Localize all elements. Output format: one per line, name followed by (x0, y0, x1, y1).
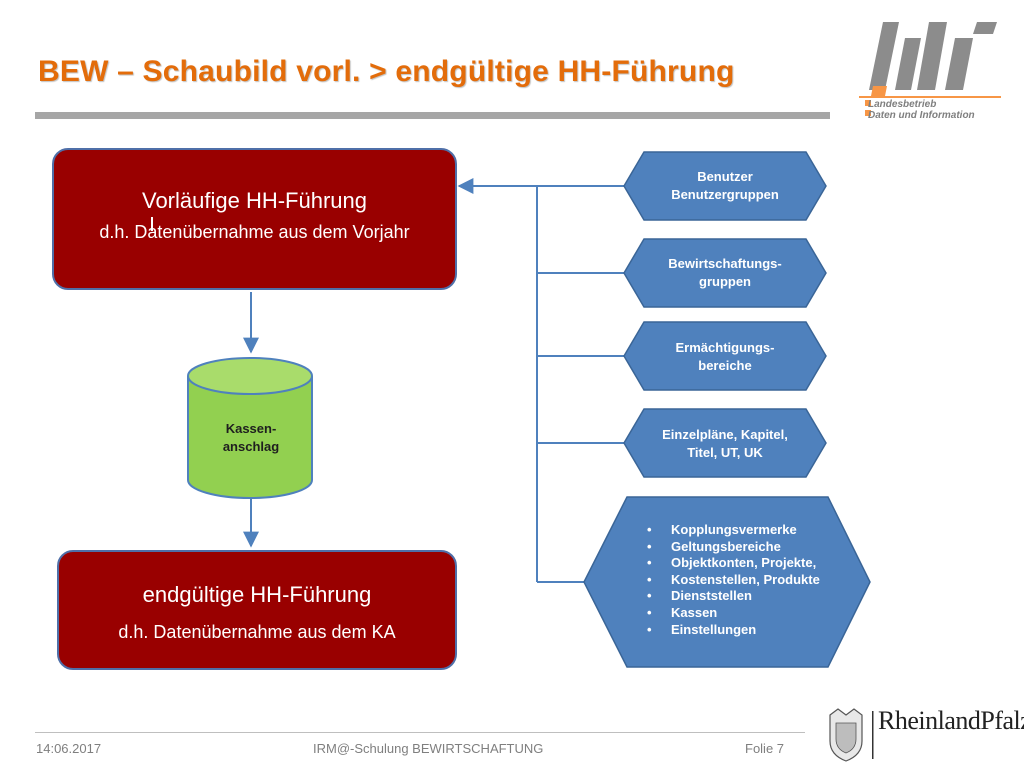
cylinder-label: Kassen- anschlag (190, 420, 312, 456)
preliminary-title: Vorläufige HH-Führung (141, 188, 367, 213)
hexagon-ermaechtigungsbereiche-label: Ermächtigungs- bereiche (630, 339, 820, 375)
hexagon-bewirtschaftungsgruppen (623, 238, 827, 308)
final-title: endgültige HH-Führung (142, 582, 372, 607)
final-subtitle: d.h. Datenübernahme aus dem KA (118, 622, 396, 642)
preliminary-budget-box: Vorläufige HH-Führung d.h. Datenübernahm… (52, 148, 457, 290)
logo-rule (859, 96, 1001, 98)
list-item: Kopplungsvermerke (647, 522, 820, 539)
preliminary-subtitle: d.h. Datenübernahme aus dem Vorjahr (99, 222, 410, 242)
logo-orange-accent (871, 86, 887, 96)
list-item: Einstellungen (647, 622, 820, 639)
footer-divider (35, 732, 805, 733)
cylinder-label-line2: anschlag (222, 439, 280, 454)
logo-letter-d-bowl (917, 22, 947, 90)
hexagon-label-line1: Einzelpläne, Kapitel, (662, 427, 788, 442)
hexagon-bewirtschaftungsgruppen-label: Bewirtschaftungs- gruppen (630, 255, 820, 291)
list-item: Objektkonten, Projekte, (647, 555, 820, 572)
hexagon-einzelplaene (623, 408, 827, 478)
cylinder-label-line1: Kassen- (225, 421, 277, 436)
list-item: Kassen (647, 605, 820, 622)
hexagon-ermaechtigungsbereiche (623, 321, 827, 391)
hexagon-label-line1: Bewirtschaftungs- (668, 256, 782, 271)
logo-caption-line1: Landesbetrieb (868, 99, 937, 110)
list-item: Dienststellen (647, 588, 820, 605)
kassenanschlag-cylinder (187, 357, 313, 499)
list-item-continuation-text: Kostenstellen, Produkte (671, 571, 820, 587)
hexagon-label-line2: Benutzergruppen (671, 187, 779, 202)
text-cursor (151, 217, 153, 231)
list-item-continuation: Kostenstellen, Produkte (647, 572, 820, 589)
hexagon-einzelplaene-label: Einzelpläne, Kapitel, Titel, UT, UK (630, 426, 820, 462)
hexagon-label-line2: Titel, UT, UK (687, 445, 763, 460)
hexagon-label-line2: gruppen (699, 274, 751, 289)
hexagon-list-items: Kopplungsvermerke Geltungsbereiche Objek… (647, 522, 820, 638)
slide-title: BEW – Schaubild vorl. > endgültige HH-Fü… (38, 55, 735, 88)
footer-slide-number: Folie 7 (745, 741, 785, 756)
logo-orange-square-2 (865, 110, 871, 116)
rheinland-pfalz-wordmark: RheinlandPfalz (878, 706, 1024, 735)
hexagon-benutzer (623, 151, 827, 221)
hexagon-label-line1: Ermächtigungs- (675, 340, 775, 355)
logo-orange-square-1 (865, 100, 871, 106)
footer-presentation-title: IRM@-Schulung BEWIRTSCHAFTUNG (313, 741, 544, 756)
logo-letter-i (945, 38, 973, 90)
logo-letter-l (869, 22, 899, 90)
logo-letter-d-stem (895, 38, 921, 90)
rheinland-pfalz-coat-of-arms-icon (829, 708, 874, 762)
title-underline (35, 112, 830, 119)
final-budget-box: endgültige HH-Führung d.h. Datenübernahm… (57, 550, 457, 670)
list-item: Geltungsbereiche (647, 539, 820, 556)
input-connector-bus (536, 185, 624, 583)
footer-date: 14:06.2017 (36, 741, 102, 756)
ldi-logo (859, 22, 1001, 116)
hexagon-label-line2: bereiche (698, 358, 752, 373)
hexagon-label-line1: Benutzer (697, 169, 753, 184)
logo-caption: Landesbetrieb Daten und Information (868, 99, 975, 121)
hexagon-benutzer-label: Benutzer Benutzergruppen (630, 168, 820, 204)
logo-caption-line2: Daten und Information (868, 110, 975, 121)
logo-letter-i-dot (973, 22, 997, 34)
